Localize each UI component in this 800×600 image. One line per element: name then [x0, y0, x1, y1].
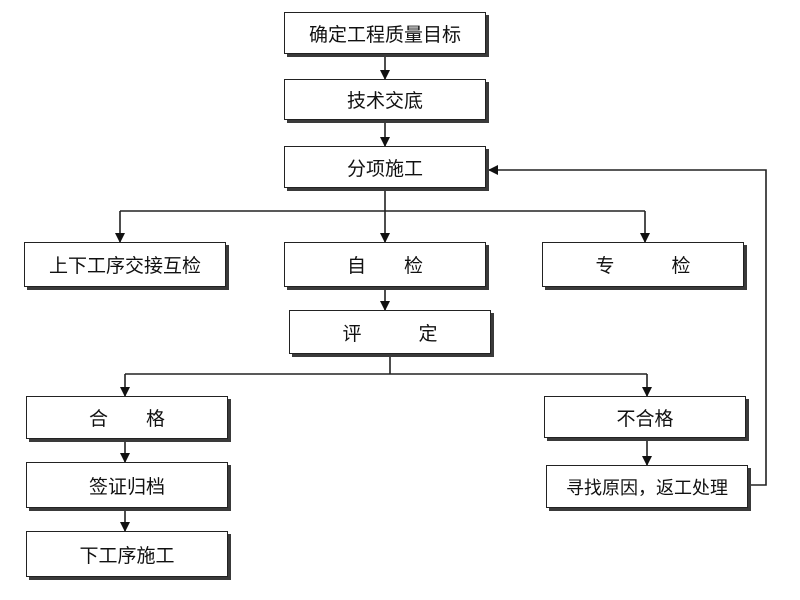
node-qualified: 合 格 — [26, 396, 228, 439]
node-rework: 寻找原因，返工处理 — [546, 465, 748, 508]
node-evaluate: 评 定 — [289, 310, 491, 354]
node-next-process: 下工序施工 — [26, 531, 228, 577]
node-technical-briefing: 技术交底 — [284, 79, 486, 120]
node-self-check: 自 检 — [284, 242, 486, 287]
node-special-check: 专 检 — [542, 242, 744, 287]
node-sign-archive: 签证归档 — [26, 462, 228, 508]
feedback-loop-rework-to-subitem — [488, 165, 767, 486]
node-unqualified: 不合格 — [544, 396, 746, 438]
node-handover-mutual-check: 上下工序交接互检 — [24, 242, 226, 287]
node-subitem-construction: 分项施工 — [284, 146, 486, 188]
node-quality-goal: 确定工程质量目标 — [284, 12, 486, 54]
